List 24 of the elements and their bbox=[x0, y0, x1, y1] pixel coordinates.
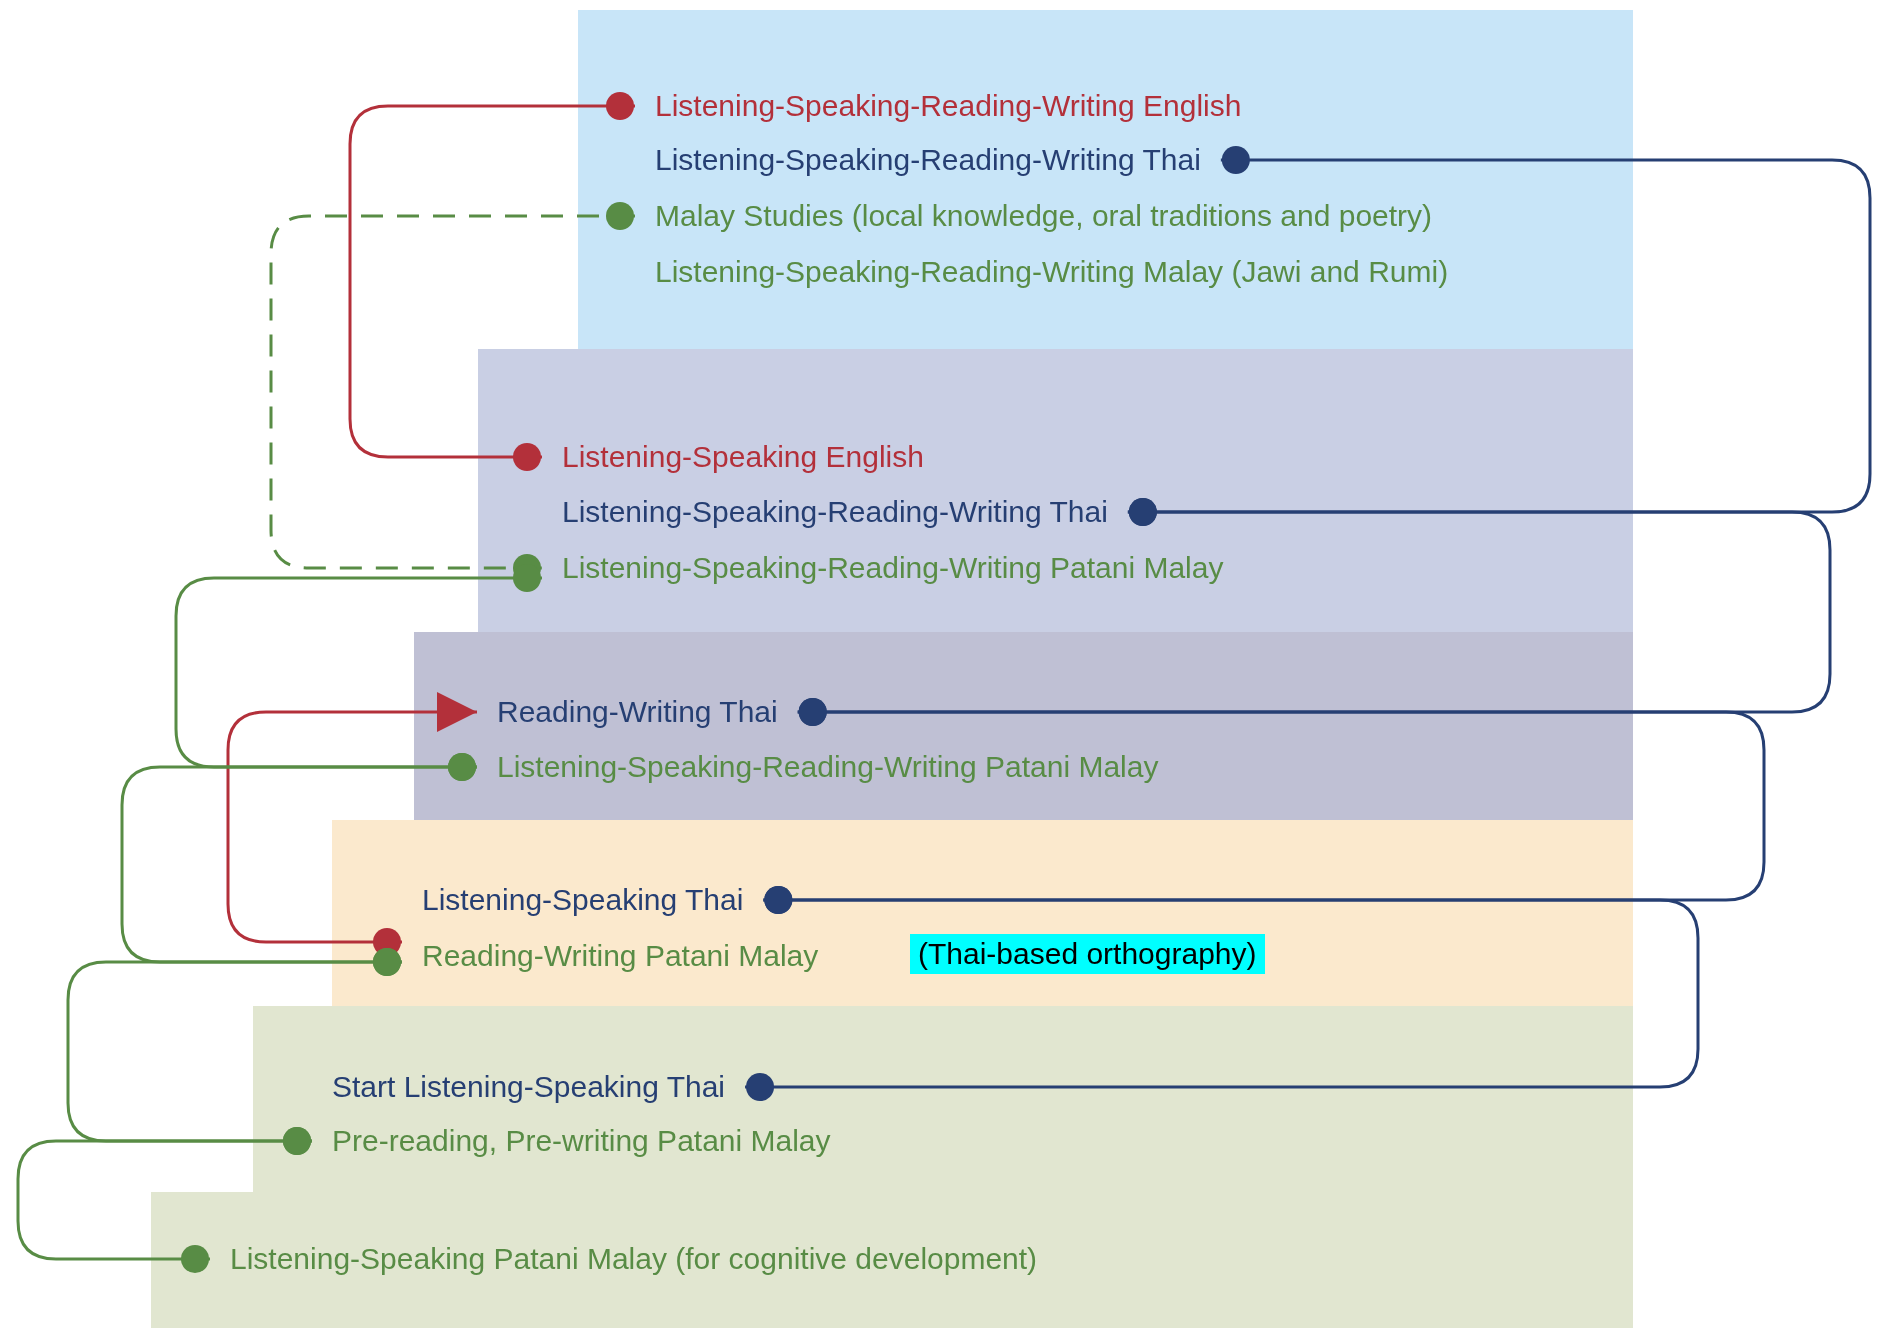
subject-label: Reading-Writing Thai bbox=[477, 694, 798, 730]
subject-label: Listening-Speaking-Reading-Writing Thai bbox=[635, 142, 1221, 178]
level-band bbox=[332, 820, 1633, 1006]
note-highlight: (Thai-based orthography) bbox=[910, 934, 1265, 974]
subject-label: Start Listening-Speaking Thai bbox=[312, 1069, 746, 1105]
level-band bbox=[151, 1192, 1633, 1328]
subject-label: Pre-reading, Pre-writing Patani Malay bbox=[312, 1123, 851, 1159]
subject-label: Listening-Speaking Patani Malay (for cognitive development) bbox=[210, 1241, 1058, 1277]
subject-label: Listening-Speaking English bbox=[542, 439, 944, 475]
level-band bbox=[414, 632, 1633, 820]
level-band bbox=[578, 10, 1633, 349]
subject-label: Listening-Speaking-Reading-Writing English bbox=[635, 88, 1262, 124]
connector-line bbox=[16, 1127, 312, 1273]
subject-label: Reading-Writing Patani Malay bbox=[402, 938, 839, 974]
subject-label: Listening-Speaking-Reading-Writing Malay (Jawi and Rumi) bbox=[635, 254, 1469, 290]
subject-label: Listening-Speaking-Reading-Writing Patani Malay bbox=[542, 550, 1244, 586]
subject-label: Listening-Speaking-Reading-Writing Patani Malay bbox=[477, 749, 1179, 785]
level-band bbox=[478, 349, 1633, 632]
subject-label: Malay Studies (local knowledge, oral traditions and poetry) bbox=[635, 198, 1453, 234]
subject-label: Listening-Speaking Thai bbox=[402, 882, 764, 918]
connector-line bbox=[745, 886, 1700, 1101]
connector-line bbox=[348, 92, 635, 471]
subject-label: Listening-Speaking-Reading-Writing Thai bbox=[542, 494, 1128, 530]
level-band bbox=[253, 1006, 1633, 1192]
